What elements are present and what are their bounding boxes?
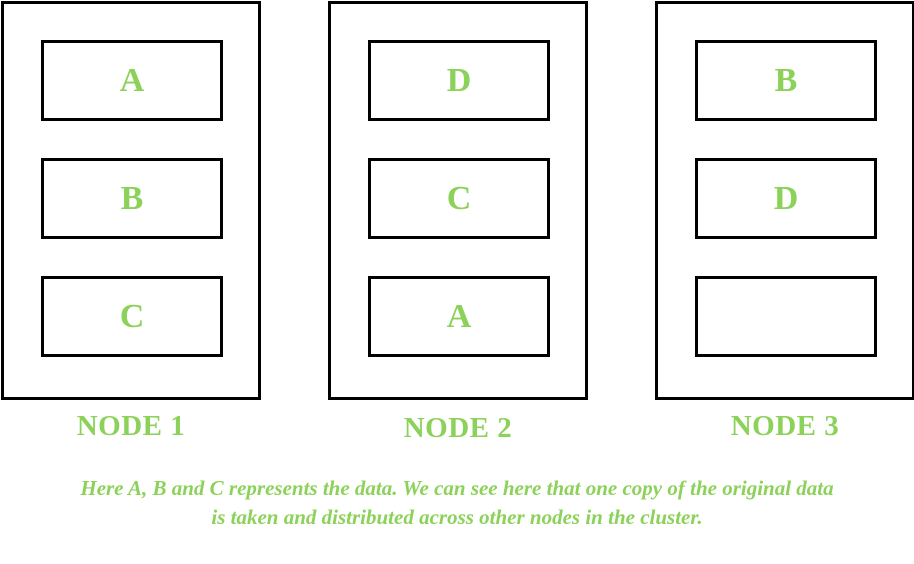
node-2-label: NODE 2: [403, 412, 513, 444]
data-block: C: [41, 276, 223, 357]
node-3-container: B D: [655, 1, 914, 400]
caption-line-2: is taken and distributed across other no…: [211, 505, 703, 529]
data-block-empty: [695, 276, 877, 357]
node-2-container: D C A: [328, 1, 588, 400]
data-block: B: [41, 158, 223, 239]
node-1-container: A B C: [1, 1, 261, 400]
data-block: C: [368, 158, 550, 239]
node-1-label: NODE 1: [76, 410, 186, 442]
diagram-caption: Here A, B and C represents the data. We …: [0, 474, 914, 532]
data-block: A: [41, 40, 223, 121]
data-block: D: [695, 158, 877, 239]
node-3-label: NODE 3: [730, 410, 840, 442]
data-block: B: [695, 40, 877, 121]
caption-line-1: Here A, B and C represents the data. We …: [80, 476, 834, 500]
data-block: D: [368, 40, 550, 121]
data-block: A: [368, 276, 550, 357]
